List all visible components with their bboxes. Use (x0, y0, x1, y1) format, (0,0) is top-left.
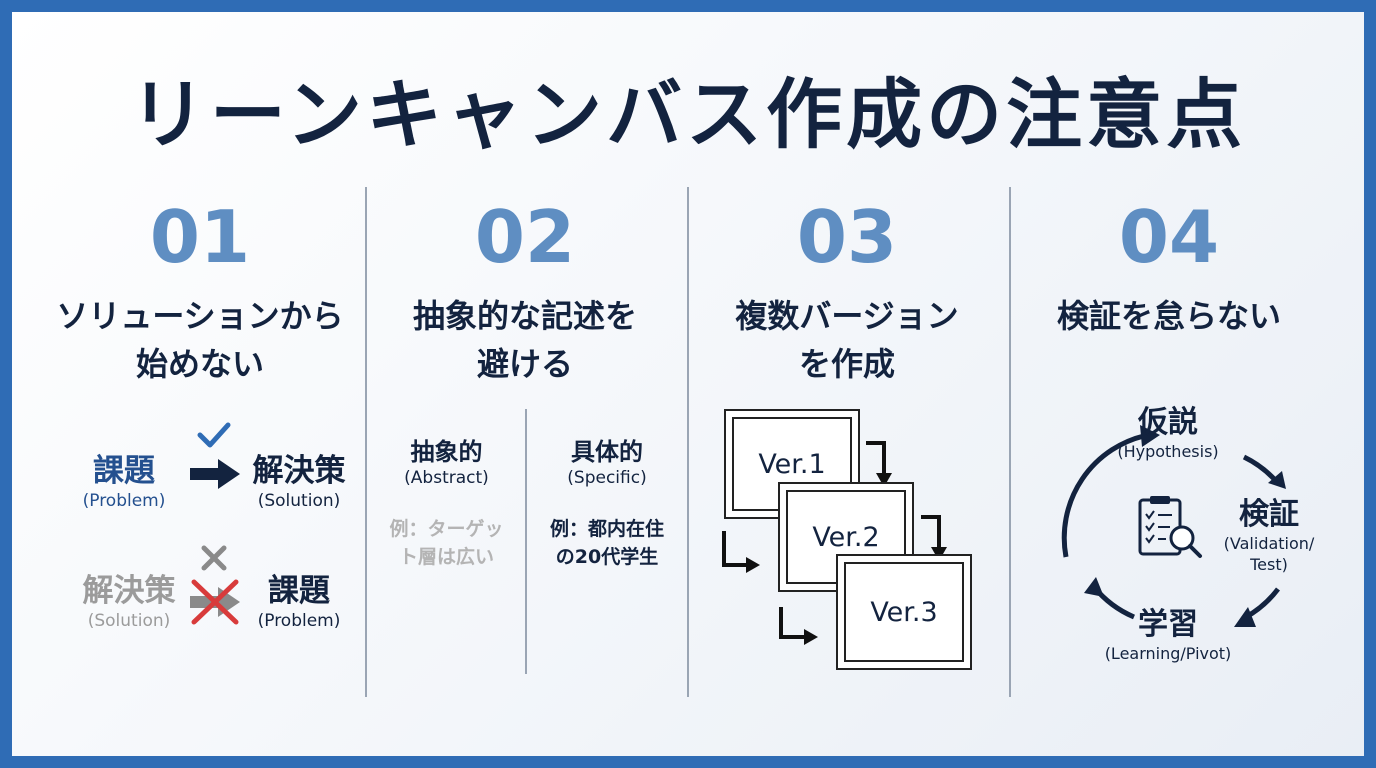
cycle-step-hypothesis: 仮説 (Hypothesis) (1098, 405, 1238, 462)
specific-example: 例：都内在住 の20代学生 (532, 515, 682, 571)
compare-divider (525, 409, 527, 674)
cycle-arrows (1061, 425, 1286, 627)
abstract-example: 例：ターゲッ ト層は広い (374, 515, 519, 571)
cycle-arc (1244, 587, 1280, 620)
tip-number: 03 (796, 195, 898, 279)
arrow-head (218, 459, 240, 489)
tip-number: 01 (149, 195, 251, 279)
arrow-head (1234, 607, 1256, 627)
heading-line: 複数バージョン (735, 297, 959, 335)
heading-line: を作成 (798, 345, 895, 383)
arrow-head (804, 629, 818, 645)
cycle-step-en: Test) (1250, 555, 1288, 574)
tip-column-4: 04 検証を怠らない 仮説 (Hyp (1008, 187, 1330, 747)
cycle-arc (1242, 454, 1278, 483)
bad-from-jp: 解決策 (82, 573, 176, 609)
right-arrow-icon (722, 531, 748, 567)
right-arrow-icon (779, 607, 806, 639)
cycle-step-en: (Validation/ (1223, 534, 1315, 553)
arrow-head (876, 473, 892, 487)
good-from: 課題 (Problem) (69, 452, 179, 512)
arrow-head (1268, 471, 1286, 489)
down-arrow-icon (866, 441, 886, 477)
bad-to-en: (Problem) (257, 611, 341, 631)
abstract-label: 抽象的 (410, 438, 483, 466)
x-mark (201, 545, 227, 571)
tip-number: 04 (1118, 195, 1220, 279)
arrow-head (1084, 577, 1104, 597)
tip-heading: 複数バージョン を作成 (686, 292, 1008, 388)
example-line: ト層は広い (398, 546, 494, 568)
cycle-arc (1061, 432, 1149, 558)
bad-from: 解決策 (Solution) (64, 572, 194, 632)
heading-line: 始めない (135, 345, 264, 383)
version-label: Ver.3 (844, 562, 964, 662)
tip-heading: 検証を怠らない (1008, 292, 1330, 340)
crossed-arrow-icon (190, 545, 240, 625)
heading-line: 検証を怠らない (1056, 297, 1281, 335)
column-divider (365, 187, 367, 697)
check-icon (197, 422, 231, 448)
slide-frame: リーンキャンバス作成の注意点 01 ソリューションから 始めない 課題 (Pro… (12, 12, 1364, 756)
specific-en: (Specific) (567, 468, 647, 488)
clipboard-search-icon (1138, 496, 1202, 558)
good-to: 解決策 (Solution) (239, 452, 359, 512)
abstract-block: 抽象的 (Abstract) 例：ターゲッ ト層は広い (374, 437, 519, 571)
example-line: の20代学生 (555, 546, 659, 568)
tip-heading: 抽象的な記述を 避ける (364, 292, 686, 388)
cycle-step-en: (Hypothesis) (1117, 442, 1219, 461)
arrow-head (746, 557, 760, 573)
version-label: Ver.1 (732, 417, 852, 511)
heading-line: 抽象的な記述を (412, 297, 637, 335)
column-divider (687, 187, 689, 697)
cycle-step-en: (Learning/Pivot) (1104, 644, 1232, 663)
version-card-3: Ver.3 (836, 554, 972, 670)
heading-line: ソリューションから (56, 297, 344, 335)
cycle-step-validation: 検証 (Validation/ Test) (1204, 497, 1334, 575)
cycle-step-label: 仮説 (1138, 405, 1198, 440)
check-arrow-icon (190, 422, 240, 489)
specific-label: 具体的 (571, 438, 643, 466)
column-divider (1009, 187, 1011, 697)
page-title: リーンキャンバス作成の注意点 (129, 70, 1247, 159)
tip-column-1: 01 ソリューションから 始めない 課題 (Problem) 解決策 (Solu… (39, 187, 361, 747)
cycle-step-label: 学習 (1138, 607, 1198, 642)
tip-heading: ソリューションから 始めない (39, 292, 361, 388)
abstract-en: (Abstract) (404, 468, 489, 488)
tip-column-2: 02 抽象的な記述を 避ける 抽象的 (Abstract) 例：ターゲッ ト層は… (364, 187, 686, 747)
good-from-jp: 課題 (93, 453, 155, 489)
version-arrows (722, 441, 947, 645)
cycle-step-learning: 学習 (Learning/Pivot) (1088, 607, 1248, 664)
good-from-en: (Problem) (82, 491, 166, 511)
tip-number: 02 (474, 195, 576, 279)
example-line: 例：ターゲッ (389, 518, 504, 540)
bad-to: 課題 (Problem) (244, 572, 354, 632)
example-line: 例：都内在住 (549, 518, 664, 540)
bad-from-en: (Solution) (87, 611, 171, 631)
specific-block: 具体的 (Specific) 例：都内在住 の20代学生 (532, 437, 682, 571)
cycle-step-label: 検証 (1239, 497, 1299, 532)
bad-to-jp: 課題 (268, 573, 330, 609)
arrow-head (1140, 425, 1160, 447)
good-to-en: (Solution) (257, 491, 341, 511)
tip-column-3: 03 複数バージョン を作成 Ver.1 Ver.2 Ver.3 (686, 187, 1008, 747)
arrow-shaft (190, 468, 220, 480)
red-cross-icon (191, 579, 239, 625)
down-arrow-icon (921, 515, 941, 551)
good-to-jp: 解決策 (252, 453, 346, 489)
heading-line: 避ける (476, 345, 573, 383)
